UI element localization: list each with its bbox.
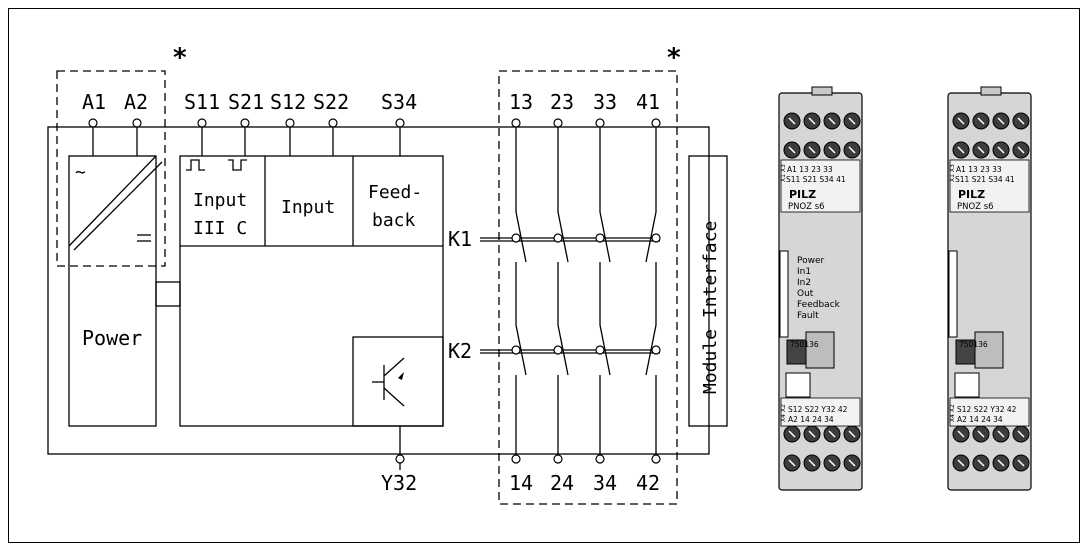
contact-column-13-14 — [515, 127, 527, 454]
relay-label-k1: K1 — [448, 227, 472, 251]
terminal-label-23: 23 — [550, 90, 574, 114]
ac-symbol: ~ — [75, 162, 86, 183]
device1-led-power: Power — [797, 256, 825, 266]
module-interface-block — [688, 155, 728, 427]
device-illustration-1 — [778, 86, 863, 491]
module-interface-label: Module Interface — [700, 221, 721, 394]
contact-column-23-24 — [557, 127, 569, 454]
terminal-label-a2: A2 — [124, 90, 148, 114]
terminal-a1 — [88, 118, 98, 128]
device2-code: 750136 — [959, 340, 988, 349]
terminal-42 — [651, 454, 661, 464]
device1-side-bottom: X4 X2 — [780, 404, 787, 422]
device2-top-row2: S11 S21 S34 41 — [955, 175, 1015, 184]
terminal-label-a1: A1 — [82, 90, 106, 114]
power-link — [155, 281, 181, 307]
device1-code: 750136 — [790, 340, 819, 349]
terminal-label-s22: S22 — [313, 90, 349, 114]
device1-top-row1: A1 13 23 33 — [787, 165, 833, 174]
feedback-label-2: back — [372, 210, 416, 231]
terminal-s22 — [328, 118, 338, 128]
asterisk-left: * — [172, 43, 188, 73]
device2-top-row1: A1 13 23 33 — [956, 165, 1002, 174]
input2-label: Input — [281, 197, 335, 218]
device2-brand-logo: PILZ — [958, 188, 985, 201]
terminal-33 — [595, 118, 605, 128]
transistor-arrow-icon — [398, 372, 404, 380]
input1-sublabel: III C — [193, 218, 247, 239]
terminal-s11 — [197, 118, 207, 128]
terminal-13 — [511, 118, 521, 128]
power-block — [68, 155, 157, 427]
converter-diagonal-2 — [73, 161, 163, 251]
feedback-label: Feed- — [368, 182, 422, 203]
terminal-label-42: 42 — [636, 471, 660, 495]
terminal-label-33: 33 — [593, 90, 617, 114]
pulse-icon-1 — [186, 159, 205, 171]
terminal-label-41: 41 — [636, 90, 660, 114]
pulse-icon-2 — [228, 159, 247, 171]
device2-side-bottom: X4 X2 — [949, 404, 956, 422]
terminal-label-s21: S21 — [228, 90, 264, 114]
converter-diagonal — [68, 155, 157, 247]
terminal-label-s11: S11 — [184, 90, 220, 114]
device1-led-fault: Fault — [797, 311, 819, 321]
main-bus-outline — [47, 126, 710, 455]
terminal-14 — [511, 454, 521, 464]
terminal-label-s12: S12 — [270, 90, 306, 114]
terminal-s12 — [285, 118, 295, 128]
terminal-24 — [553, 454, 563, 464]
transistor-block — [352, 336, 444, 427]
terminal-s21 — [240, 118, 250, 128]
device1-led-in1: In1 — [797, 267, 811, 277]
device1-bottom-row1: S12 S22 Y32 42 — [788, 405, 848, 414]
device2-side-top: X1 X3 — [949, 164, 956, 182]
device1-model: PNOZ s6 — [788, 202, 825, 212]
terminal-23 — [553, 118, 563, 128]
contact-column-33-34 — [599, 127, 611, 454]
device1-led-in2: In2 — [797, 278, 811, 288]
contact-column-41-42 — [645, 127, 657, 454]
terminal-label-34: 34 — [593, 471, 617, 495]
device2-bottom-row1: S12 S22 Y32 42 — [957, 405, 1017, 414]
device1-brand-logo: PILZ — [789, 188, 816, 201]
device1-led-out: Out — [797, 289, 814, 299]
figure-frame — [8, 8, 1080, 543]
terminal-41 — [651, 118, 661, 128]
terminal-label-y32: Y32 — [381, 471, 417, 495]
device1-side-top: X1 X3 — [780, 164, 787, 182]
terminal-label-s34: S34 — [381, 90, 417, 114]
relay-label-k2: K2 — [448, 339, 472, 363]
input1-label: Input — [193, 190, 247, 211]
terminal-a2 — [132, 118, 142, 128]
dashed-region-supply — [56, 70, 166, 267]
terminal-s34 — [395, 118, 405, 128]
device2-model: PNOZ s6 — [957, 202, 994, 212]
dashed-region-contacts — [498, 70, 678, 505]
terminal-label-13: 13 — [509, 90, 533, 114]
device2-bottom-row2: A2 14 24 34 — [957, 415, 1003, 424]
device1-bottom-row2: A2 14 24 34 — [788, 415, 834, 424]
asterisk-right: * — [666, 43, 682, 73]
terminal-34 — [595, 454, 605, 464]
terminal-label-14: 14 — [509, 471, 533, 495]
terminal-y32 — [395, 454, 405, 464]
power-label: Power — [82, 326, 142, 350]
logic-block — [179, 155, 444, 427]
device1-led-feedback: Feedback — [797, 300, 841, 310]
terminal-label-24: 24 — [550, 471, 574, 495]
device1-top-row2: S11 S21 S34 41 — [786, 175, 846, 184]
device-illustration-2 — [947, 86, 1032, 491]
